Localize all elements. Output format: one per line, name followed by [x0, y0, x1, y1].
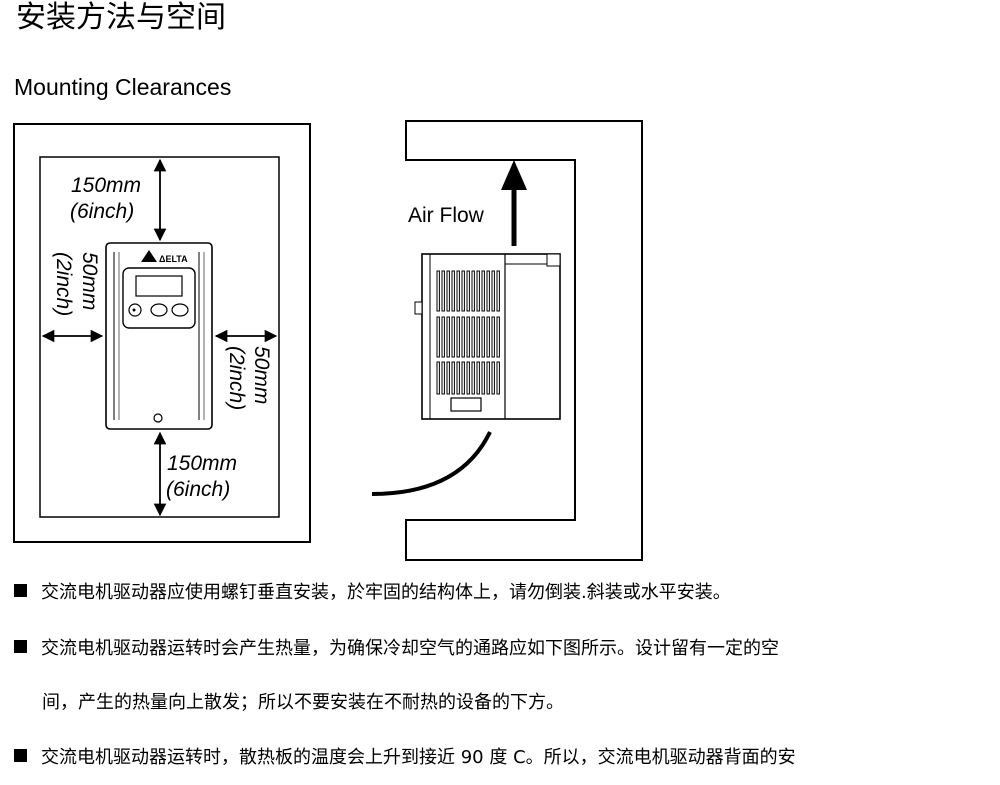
vent-slot — [476, 316, 480, 358]
vent-slot — [486, 270, 490, 312]
bottom-clearance-inch: (6inch) — [166, 478, 230, 501]
bullet-text-continuation: 间，产生的热量向上散发；所以不要安装在不耐热的设备的下方。 — [42, 692, 564, 713]
clearance-zone-frame — [39, 156, 280, 518]
airflow-arrow-head — [501, 160, 527, 190]
left-clearance-mm: 50mm — [78, 252, 101, 310]
vent-slot — [446, 316, 450, 358]
delta-logo-icon — [141, 250, 157, 262]
vent-slot — [436, 316, 440, 358]
bullet-text: 交流电机驱动器运转时，散热板的温度会上升到接近 90 度 C。所以，交流电机驱动… — [41, 747, 796, 768]
right-clearance-mm: 50mm — [250, 346, 273, 404]
vent-slot — [491, 270, 495, 312]
page-title: 安装方法与空间 — [16, 0, 226, 35]
vent-slot — [496, 270, 500, 312]
vent-slot — [466, 270, 470, 312]
vent-slot — [486, 316, 490, 358]
vent-slot — [466, 316, 470, 358]
vent-slot — [466, 361, 470, 395]
vent-slot — [486, 361, 490, 395]
vent-slot — [441, 361, 445, 395]
vent-slot — [471, 270, 475, 312]
bullet-item: 交流电机驱动器应使用螺钉垂直安装，於牢固的结构体上，请勿倒装.斜装或水平安装。 — [14, 580, 731, 606]
vent-slot — [451, 361, 455, 395]
vent-slot — [496, 361, 500, 395]
page-subtitle: Mounting Clearances — [14, 74, 232, 100]
screw-icon — [153, 413, 163, 423]
bottom-clearance-mm: 150mm — [167, 452, 237, 475]
top-clearance-inch: (6inch) — [70, 200, 134, 223]
vent-slot — [441, 270, 445, 312]
vent-slot — [481, 316, 485, 358]
side-enclosure-frame — [405, 120, 643, 561]
left-clearance-inch: (2inch) — [52, 252, 75, 316]
vent-slot — [446, 361, 450, 395]
logo-text: ΔELTA — [159, 254, 188, 264]
vent-slot — [456, 316, 460, 358]
display-window — [135, 275, 183, 297]
vent-slot — [481, 361, 485, 395]
vent-slot — [451, 270, 455, 312]
vent-slot — [446, 270, 450, 312]
bullet-text: 交流电机驱动器应使用螺钉垂直安装，於牢固的结构体上，请勿倒装.斜装或水平安装。 — [41, 582, 731, 603]
vent-slot — [476, 361, 480, 395]
right-clearance-inch: (2inch) — [225, 346, 248, 410]
vent-slot — [471, 361, 475, 395]
vent-slot — [491, 361, 495, 395]
vent-slot — [461, 361, 465, 395]
airflow-intake-curve — [371, 431, 492, 496]
bullet-item: 交流电机驱动器运转时，散热板的温度会上升到接近 90 度 C。所以，交流电机驱动… — [14, 745, 796, 771]
vent-slot — [461, 316, 465, 358]
vent-slot — [436, 361, 440, 395]
vent-slot — [491, 316, 495, 358]
top-clearance-mm: 150mm — [71, 174, 141, 197]
bullet-square-icon — [14, 584, 27, 597]
bullet-square-icon — [14, 749, 27, 762]
vent-slot — [456, 270, 460, 312]
vent-slot — [496, 316, 500, 358]
vent-slot — [471, 316, 475, 358]
vent-slot — [476, 270, 480, 312]
outer-enclosure-frame — [13, 123, 311, 543]
vent-slot — [481, 270, 485, 312]
vent-slot — [441, 316, 445, 358]
bullet-item: 交流电机驱动器运转时会产生热量，为确保冷却空气的通路应如下图所示。设计留有一定的… — [14, 636, 779, 662]
vent-slot — [456, 361, 460, 395]
drive-side-view — [414, 253, 561, 420]
drive-front-view: ΔELTA — [105, 242, 213, 430]
vent-slot — [436, 270, 440, 312]
airflow-label: Air Flow — [408, 204, 485, 227]
bullet-square-icon — [14, 640, 27, 653]
vent-slot — [461, 270, 465, 312]
vent-slot — [451, 316, 455, 358]
bullet-text: 交流电机驱动器运转时会产生热量，为确保冷却空气的通路应如下图所示。设计留有一定的… — [41, 638, 779, 659]
